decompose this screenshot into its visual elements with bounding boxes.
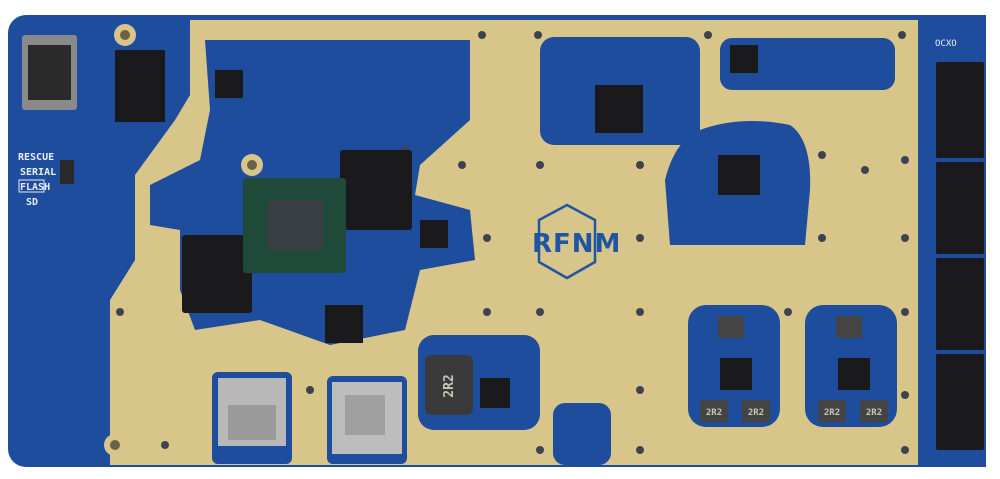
boot-label-serial: SERIAL xyxy=(20,167,56,178)
mounting-holes xyxy=(104,24,263,456)
ic-chips xyxy=(22,35,984,450)
inductor-marking: 2R2 xyxy=(748,408,764,418)
inductor-marking: 2R2 xyxy=(824,408,840,418)
inductor-marking: 2R2 xyxy=(866,408,882,418)
ocxo-label: OCXO xyxy=(935,39,957,49)
inductors xyxy=(425,316,888,422)
rfnm-logo: RFNM xyxy=(532,229,621,259)
boot-label-flash: FLASH xyxy=(20,182,50,193)
boot-label-rescue: RESCUE xyxy=(18,152,54,163)
boot-label-sd: SD xyxy=(26,197,38,208)
soc-die xyxy=(268,200,323,250)
flash-label-box xyxy=(18,179,45,193)
inductor-marking: 2R2 xyxy=(706,408,722,418)
boot-dip-switch xyxy=(60,160,74,184)
rfnm-logo-hexagon xyxy=(537,203,597,280)
inductor-marking: 2R2 xyxy=(442,374,457,397)
microsd-slot-cover xyxy=(228,405,276,440)
sim-slot-contacts xyxy=(345,395,385,435)
